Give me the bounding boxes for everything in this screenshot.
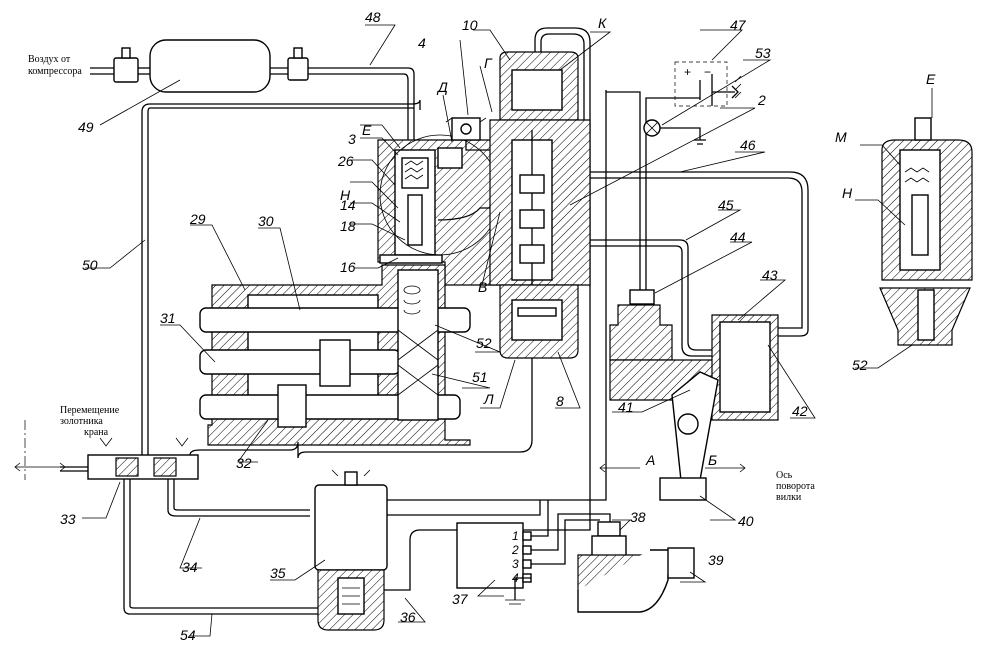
num-10: 10 bbox=[462, 17, 478, 33]
num-39: 39 bbox=[708, 552, 724, 568]
num-54: 54 bbox=[180, 627, 196, 643]
detail-view-E bbox=[879, 88, 973, 346]
num-44: 44 bbox=[730, 229, 746, 245]
num-53: 53 bbox=[755, 45, 771, 61]
letter-A: А bbox=[645, 452, 655, 468]
num-38: 38 bbox=[630, 509, 646, 525]
num-40: 40 bbox=[738, 513, 754, 529]
letter-G: Г bbox=[484, 55, 493, 71]
axis-note-line3: вилки bbox=[776, 492, 802, 503]
num-14: 14 bbox=[340, 197, 356, 213]
terminal-3: 3 bbox=[512, 557, 519, 571]
letter-E: Е bbox=[362, 122, 372, 138]
num-52-detail: 52 bbox=[852, 357, 868, 373]
num-37: 37 bbox=[452, 591, 469, 607]
num-33: 33 bbox=[60, 511, 76, 527]
num-48: 48 bbox=[365, 9, 381, 25]
letter-K: К bbox=[598, 15, 607, 31]
pipe-34b bbox=[173, 479, 310, 511]
pipe-50 bbox=[141, 99, 421, 455]
num-4: 4 bbox=[418, 35, 426, 51]
leader-lines bbox=[82, 24, 913, 637]
pipe-34 bbox=[167, 479, 310, 517]
num-46: 46 bbox=[740, 137, 756, 153]
spool-housing bbox=[489, 27, 591, 359]
num-50: 50 bbox=[82, 257, 98, 273]
num-3: 3 bbox=[348, 131, 356, 147]
shift-fork-assembly bbox=[599, 91, 779, 501]
spool-note-line3: крана bbox=[84, 427, 109, 438]
spool-note-line1: Перемещение bbox=[60, 405, 120, 416]
lamp-53 bbox=[643, 119, 706, 145]
num-32: 32 bbox=[236, 455, 252, 471]
terminal-1: 1 bbox=[512, 529, 519, 543]
air-note-line1: Воздух от bbox=[28, 54, 71, 65]
num-42: 42 bbox=[792, 403, 808, 419]
letter-N-detail: Н bbox=[842, 185, 853, 201]
gearbox-frame-29 bbox=[199, 264, 471, 446]
letter-E-detail: Е bbox=[926, 71, 936, 87]
battery-minus: − bbox=[704, 65, 711, 79]
letter-N: Н bbox=[340, 187, 351, 203]
axis-note-line2: поворота bbox=[776, 481, 815, 492]
air-note-line2: компрессора bbox=[28, 66, 82, 77]
letter-M: М bbox=[835, 129, 847, 145]
num-36: 36 bbox=[400, 609, 416, 625]
num-30: 30 bbox=[258, 213, 274, 229]
num-8: 8 bbox=[556, 393, 564, 409]
pipe-54b bbox=[129, 479, 318, 609]
num-49: 49 bbox=[78, 119, 94, 135]
num-43: 43 bbox=[762, 267, 778, 283]
num-16: 16 bbox=[340, 259, 356, 275]
num-34: 34 bbox=[182, 559, 198, 575]
letter-V: В bbox=[478, 279, 487, 295]
num-31: 31 bbox=[160, 310, 176, 326]
terminal-4: 4 bbox=[512, 571, 519, 585]
num-18: 18 bbox=[340, 218, 356, 234]
axis-note-line1: Ось bbox=[776, 470, 793, 481]
labels: Воздух от компрессора Перемещение золотн… bbox=[28, 9, 936, 643]
letter-L: Л bbox=[483, 391, 494, 407]
num-29: 29 bbox=[189, 211, 206, 227]
pipe-46 bbox=[590, 171, 809, 337]
num-52: 52 bbox=[476, 335, 492, 351]
spool-valve-33 bbox=[14, 420, 199, 480]
air-receiver-49 bbox=[90, 39, 415, 140]
letter-B: Б bbox=[708, 452, 717, 468]
valve-4 bbox=[445, 117, 500, 151]
relay-block-37 bbox=[456, 500, 611, 605]
num-2: 2 bbox=[757, 92, 766, 108]
battery-plus: + bbox=[684, 65, 691, 79]
letter-D: Д bbox=[436, 79, 448, 95]
pipe-45 bbox=[590, 239, 730, 357]
num-26: 26 bbox=[337, 153, 354, 169]
sensor-38 bbox=[577, 521, 695, 613]
num-41: 41 bbox=[618, 399, 634, 415]
num-47: 47 bbox=[730, 17, 747, 33]
pipe-54 bbox=[123, 479, 318, 615]
num-45: 45 bbox=[718, 197, 734, 213]
spool-note-line2: золотника bbox=[60, 416, 103, 427]
terminal-2: 2 bbox=[511, 543, 519, 557]
num-35: 35 bbox=[270, 565, 286, 581]
num-51: 51 bbox=[472, 369, 488, 385]
solenoid-valve-35 bbox=[314, 90, 607, 631]
pipe-to-spool bbox=[189, 358, 533, 459]
